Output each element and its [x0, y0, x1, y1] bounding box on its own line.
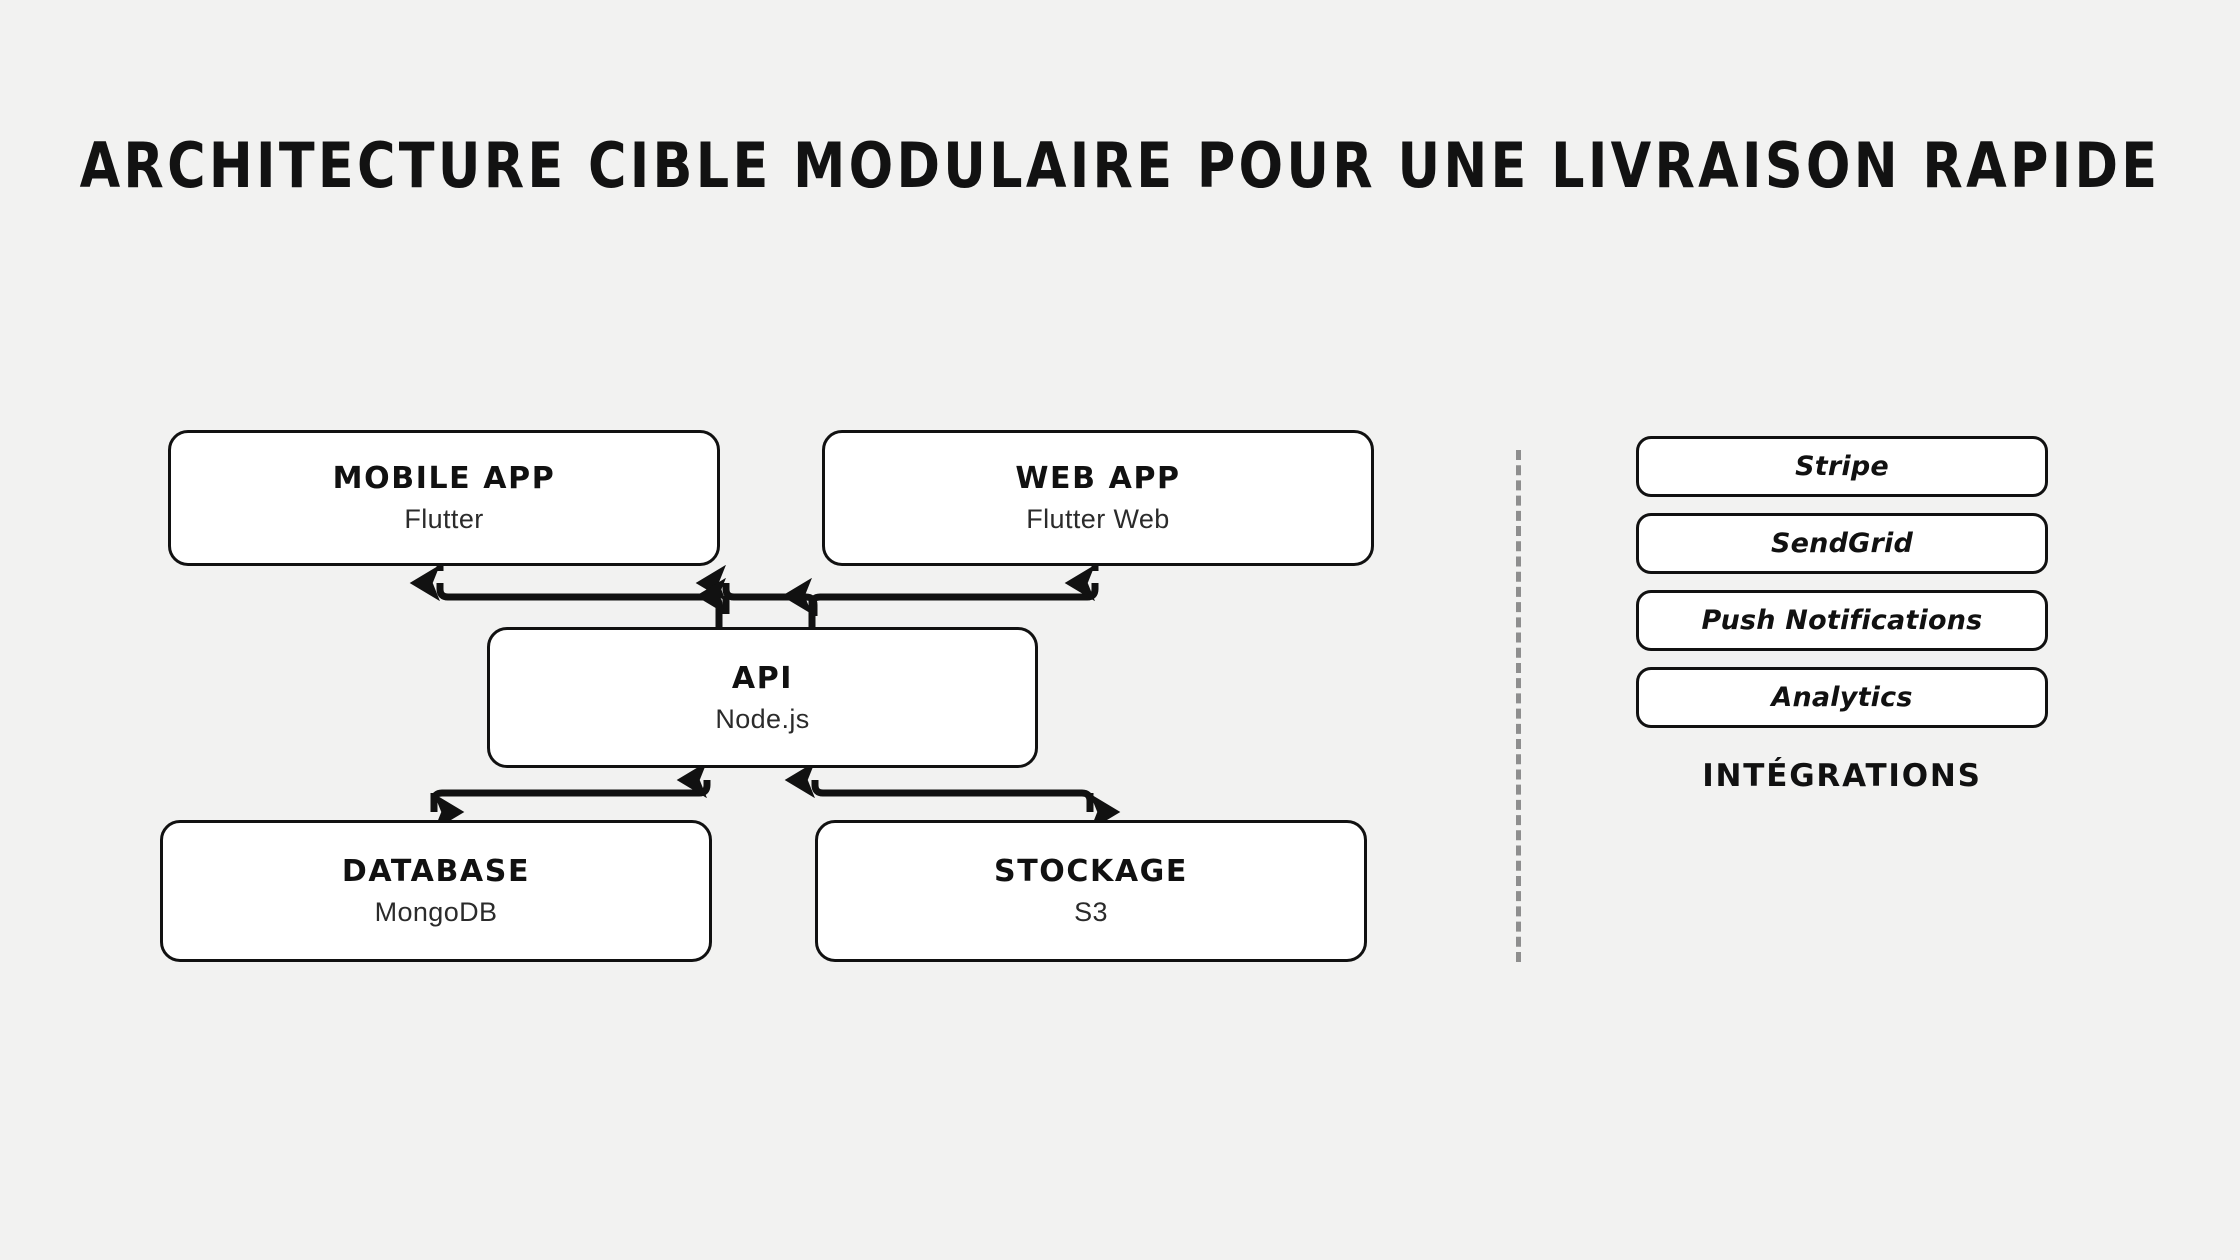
connector-api-mobile — [409, 564, 818, 628]
connector-api-web — [808, 564, 1099, 628]
node-subtitle: Node.js — [715, 703, 810, 734]
node-subtitle: Flutter — [404, 504, 484, 534]
node-title: API — [731, 660, 794, 696]
integrations-caption: INTÉGRATIONS — [1702, 758, 1982, 794]
node-mobile-app[interactable]: MOBILE APP Flutter — [168, 430, 720, 566]
node-title: DATABASE — [341, 854, 531, 889]
integration-label: SendGrid — [1771, 528, 1913, 559]
integration-item-stripe[interactable]: Stripe — [1636, 436, 2048, 497]
node-subtitle: S3 — [1074, 897, 1108, 927]
node-subtitle: MongoDB — [374, 897, 498, 927]
integration-label: Push Notifications — [1701, 605, 1983, 636]
connector-arrowheads-api-top — [695, 577, 816, 615]
node-title: MOBILE APP — [332, 461, 556, 496]
node-storage[interactable]: STOCKAGE S3 — [815, 820, 1367, 962]
node-title: WEB APP — [1015, 461, 1181, 496]
node-database[interactable]: DATABASE MongoDB — [160, 820, 712, 962]
page-title: ARCHITECTURE CIBLE MODULAIRE POUR UNE LI… — [79, 129, 2161, 202]
section-divider — [1516, 450, 1521, 962]
connector-api-database — [430, 761, 711, 831]
integration-label: Stripe — [1795, 451, 1889, 482]
integration-item-push-notifications[interactable]: Push Notifications — [1636, 590, 2048, 651]
connector-api-storage — [784, 761, 1121, 831]
node-title: STOCKAGE — [994, 854, 1188, 889]
integration-label: Analytics — [1771, 682, 1913, 713]
integration-item-analytics[interactable]: Analytics — [1636, 667, 2048, 728]
node-api[interactable]: API Node.js — [487, 627, 1038, 768]
integration-item-sendgrid[interactable]: SendGrid — [1636, 513, 2048, 574]
node-subtitle: Flutter Web — [1026, 504, 1170, 534]
node-web-app[interactable]: WEB APP Flutter Web — [822, 430, 1374, 566]
integrations-panel: Stripe SendGrid Push Notifications Analy… — [1636, 436, 2048, 794]
